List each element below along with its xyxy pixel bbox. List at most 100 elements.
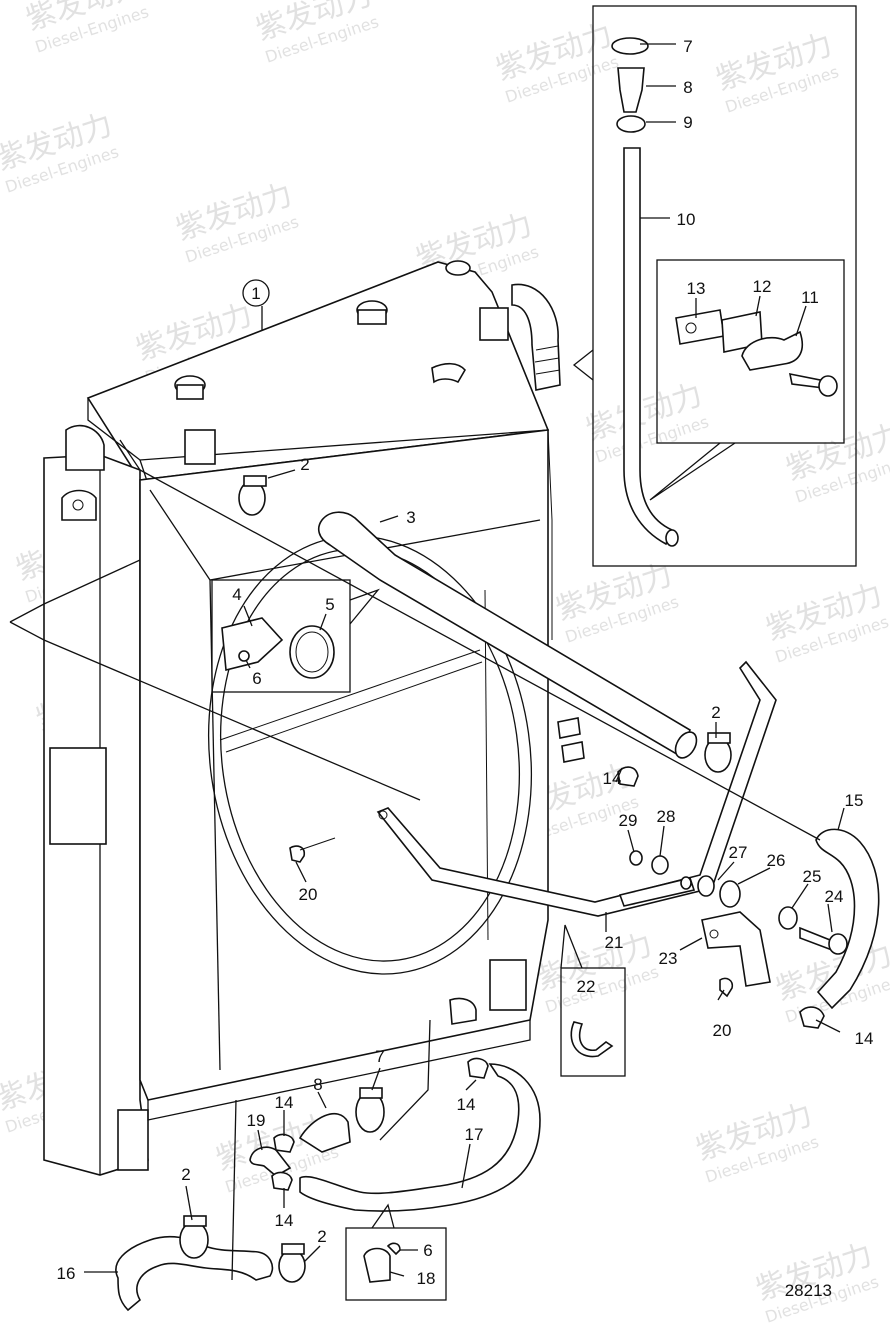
inset-pointer-clip: [371, 1203, 395, 1229]
callout-19: 19: [247, 1111, 266, 1130]
inset-clamp-bracket: [211, 579, 380, 693]
clamp-14-lower-left: [271, 1171, 293, 1191]
figure-number: 28213: [785, 1281, 832, 1300]
hose-17: [299, 1063, 541, 1212]
callout-2-lower-left: 2: [181, 1165, 190, 1184]
callout-26: 26: [767, 851, 786, 870]
upper-hose: [317, 511, 698, 759]
clamp-9-inset: [616, 115, 646, 133]
inset-frame-clamp: [211, 579, 351, 693]
tank-fitting: [431, 362, 466, 384]
inset-cable-tie: [560, 924, 626, 1077]
nipple-fitting-upper: [557, 717, 581, 739]
callout-20-right: 20: [713, 1021, 732, 1040]
lower-hose-group: [115, 1057, 541, 1312]
callout-10: 10: [677, 210, 696, 229]
plate-13: [675, 309, 725, 345]
callout-20-centre: 20: [299, 885, 318, 904]
right-foot-bracket: [489, 959, 527, 1011]
cable-tie-22: [570, 1021, 614, 1058]
tank-plate-right: [479, 307, 509, 341]
bolt-24: [799, 926, 834, 952]
callout-labels: 1 2 3 4 5 6 7 8 9 10 11 12 13 14 15 16 1…: [57, 37, 874, 1288]
callout-2-lower-right: 2: [317, 1227, 326, 1246]
inset-pointer-bracket: [649, 442, 736, 501]
callout-23: 23: [659, 949, 678, 968]
clamp-7-inset: [611, 37, 649, 55]
callout-17: 17: [465, 1125, 484, 1144]
callout-29: 29: [619, 811, 638, 830]
hose-15: [815, 828, 880, 1010]
washer-25: [778, 906, 798, 930]
callout-14-lower-left: 14: [275, 1211, 294, 1230]
hose-16: [115, 1235, 274, 1312]
callout-14-middle: 14: [603, 769, 622, 788]
hose-10-inset: [623, 147, 674, 546]
nipple-fitting-lower: [561, 741, 585, 763]
inset-pointer-hose: [572, 349, 594, 381]
callout-28: 28: [657, 807, 676, 826]
callout-5: 5: [325, 595, 334, 614]
callout-circle-1: [242, 279, 270, 307]
callout-4: 4: [232, 585, 241, 604]
callout-13: 13: [687, 279, 706, 298]
washer-29-loose: [629, 850, 643, 866]
side-frame-plate: [49, 747, 107, 845]
filler-neck-middle: [357, 309, 387, 325]
callout-3: 3: [406, 508, 415, 527]
left-foot-bracket: [117, 1109, 149, 1171]
drain-fitting: [449, 997, 477, 1025]
screw-20-centre: [289, 845, 306, 863]
leader-lines: [9, 43, 845, 1281]
clamp-14-lower-right: [467, 1057, 489, 1079]
clamp-2-upper: [238, 475, 267, 516]
callout-16: 16: [57, 1264, 76, 1283]
radiator-assembly: [43, 260, 585, 1176]
callout-14-lower-right: 14: [457, 1095, 476, 1114]
callout-18: 18: [417, 1269, 436, 1288]
bracket-23: [701, 911, 771, 987]
clip-18: [363, 1247, 391, 1283]
clamp-2-middle: [704, 732, 732, 773]
callout-12: 12: [753, 277, 772, 296]
filler-neck-left: [176, 384, 204, 400]
inset-hose-detail: [572, 5, 857, 567]
clamp-2-lower-left: [179, 1221, 209, 1259]
callout-8-inset: 8: [683, 78, 692, 97]
bushing-26: [719, 880, 741, 908]
callout-25: 25: [803, 867, 822, 886]
callout-22: 22: [577, 977, 596, 996]
filler-cap-right: [445, 260, 471, 276]
callout-11: 11: [801, 288, 819, 307]
callout-7-inset: 7: [683, 37, 692, 56]
callout-14-upper-left: 14: [275, 1093, 294, 1112]
inset-pointer-cable-tie: [560, 924, 583, 969]
clip-11: [741, 330, 804, 371]
bracket-stack: [629, 850, 848, 998]
callout-21: 21: [605, 933, 624, 952]
bracket-4: [221, 617, 284, 672]
left-outlet-pipe: [65, 424, 105, 471]
callout-6-inset: 6: [252, 669, 261, 688]
stay-bar: [376, 660, 777, 917]
inset-frame-bracket: [656, 259, 845, 444]
callout-2-middle: 2: [711, 703, 720, 722]
screw-6-inset: [238, 650, 250, 662]
tank-plate-left: [184, 429, 216, 465]
callout-7-lower: 7: [375, 1047, 384, 1066]
washer-29: [680, 876, 692, 890]
callout-24: 24: [825, 887, 844, 906]
callout-1: 1: [251, 284, 260, 303]
screw-6-clip: [386, 1242, 401, 1256]
clamp-14-right: [799, 1006, 825, 1029]
inset-frame-clip: [345, 1227, 447, 1301]
inset-frame-cable-tie: [560, 967, 626, 1077]
inset-frame-hose: [592, 5, 857, 567]
callout-27: 27: [729, 843, 748, 862]
clamp-14-upper-left: [273, 1133, 295, 1153]
stay-bar-21: [376, 660, 777, 917]
washer-28: [651, 855, 669, 875]
clamp-2-lower-right: [278, 1249, 306, 1283]
callout-15: 15: [845, 791, 864, 810]
